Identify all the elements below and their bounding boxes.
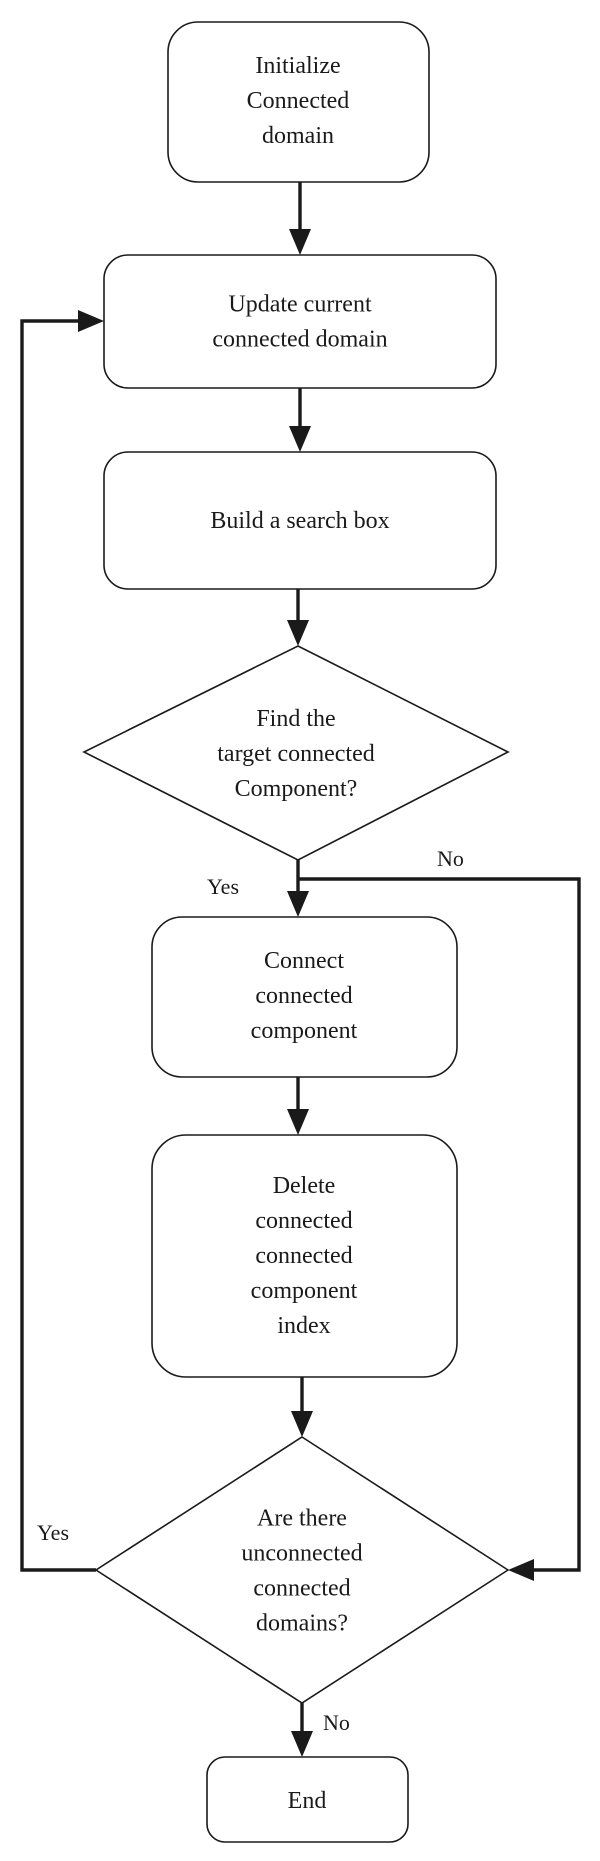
node-update-domain-label: Update current connected domain [212, 292, 387, 353]
edge-connect-to-delete [287, 1077, 309, 1135]
edge-check-yes-loop-to-update [20, 310, 104, 1572]
arrowhead [508, 1559, 534, 1581]
node-label-line: component [251, 1018, 358, 1044]
node-label-line: Find the [256, 706, 335, 732]
node-label-line: unconnected [241, 1541, 362, 1567]
node-label-line: domain [262, 123, 334, 149]
arrowhead [287, 1109, 309, 1135]
node-connect-component: Connect connected component [151, 916, 458, 1078]
node-label-line: connected [255, 1208, 352, 1234]
decision-unconnected-domains-label: Are there unconnected connected domains? [241, 1506, 362, 1637]
edge-delete-to-check [291, 1377, 313, 1437]
node-label-line: Connected [247, 88, 350, 114]
arrowhead [291, 1731, 313, 1757]
arrowhead [289, 229, 311, 255]
arrowhead [78, 310, 104, 332]
decision-unconnected-domains: Are there unconnected connected domains? [94, 1436, 510, 1704]
node-label-line: connected [253, 1576, 350, 1602]
label-check-yes: Yes [37, 1520, 69, 1545]
node-delete-index: Delete connected connected component index [151, 1134, 458, 1378]
node-label-line: Initialize [255, 53, 340, 79]
node-update-domain: Update current connected domain [103, 254, 497, 389]
node-label-line: index [277, 1313, 330, 1339]
label-check-no: No [323, 1710, 350, 1735]
label-find-yes: Yes [207, 874, 239, 899]
edge-build-to-find [287, 589, 309, 646]
edge-init-to-update [289, 182, 311, 255]
node-label-line: Are there [257, 1506, 347, 1532]
node-label-line: Component? [235, 776, 358, 802]
node-label-line: Connect [264, 948, 344, 974]
node-label-line: connected domain [212, 327, 387, 353]
label-find-no: No [437, 846, 464, 871]
node-end: End [206, 1756, 409, 1843]
edge-update-to-build [289, 388, 311, 452]
arrowhead [287, 620, 309, 646]
node-end-label: End [288, 1788, 327, 1814]
arrowhead [291, 1411, 313, 1437]
node-label-line: connected [255, 1243, 352, 1269]
arrowhead [287, 891, 309, 917]
node-label-line: Update current [228, 292, 372, 318]
node-build-search-box-label: Build a search box [210, 508, 389, 534]
node-label-line: End [288, 1788, 327, 1814]
arrowhead [289, 426, 311, 452]
node-label-line: connected [255, 983, 352, 1009]
node-label-line: Delete [273, 1173, 336, 1199]
node-delete-index-label: Delete connected connected component index [251, 1173, 358, 1339]
node-label-line: domains? [256, 1611, 348, 1637]
node-label-line: target connected [217, 741, 374, 767]
node-label-line: Build a search box [210, 508, 389, 534]
node-connect-component-label: Connect connected component [251, 948, 358, 1044]
edge-find-no-to-check [298, 877, 581, 1581]
node-build-search-box: Build a search box [103, 451, 497, 590]
edge-find-yes-to-connect [287, 860, 309, 917]
edge-check-no-to-end [291, 1703, 313, 1757]
node-label-line: component [251, 1278, 358, 1304]
